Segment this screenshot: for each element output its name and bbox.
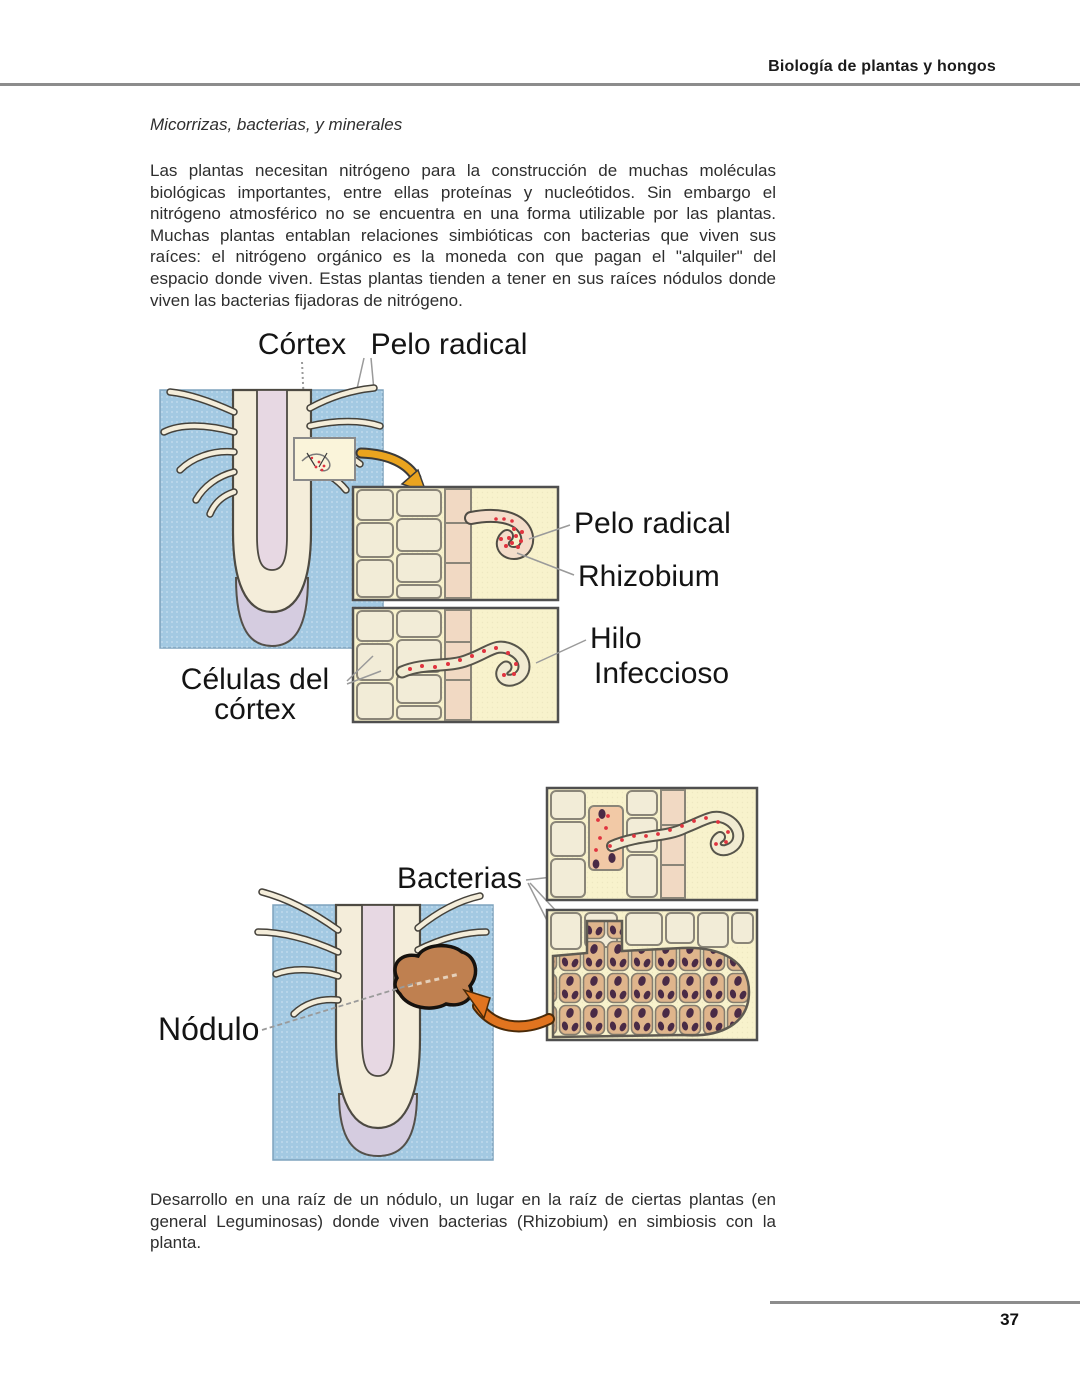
cortex-leader-line bbox=[301, 361, 306, 427]
footer-rule bbox=[770, 1301, 1080, 1304]
label-nodulo: Nódulo bbox=[158, 1011, 259, 1047]
text-line: raíces: el nitrógeno orgánico es la mone… bbox=[150, 247, 776, 267]
rhizobium-dots bbox=[494, 517, 524, 549]
infection-thread bbox=[608, 812, 743, 855]
text-line: Desarrollo en una raíz de un nódulo, un … bbox=[150, 1190, 776, 1209]
text-line: espacio donde viven. Estas plantas tiend… bbox=[150, 268, 776, 288]
text-line: viven las bacterias fijadoras de nitróge… bbox=[150, 290, 463, 310]
rhizobium-dots bbox=[594, 814, 730, 852]
label-celulas-del: Células del bbox=[181, 663, 329, 696]
text-line: Muchas plantas entablan relaciones simbi… bbox=[150, 225, 776, 245]
body-paragraph: Las plantas necesitan nitrógeno para la … bbox=[150, 160, 776, 311]
zoom-arrow-icon bbox=[462, 988, 555, 1033]
text-line: biológicas importantes, entre ellas prot… bbox=[150, 182, 776, 202]
nodule-cell-mass bbox=[551, 919, 751, 1039]
nodule bbox=[393, 943, 478, 1010]
root-stele bbox=[361, 904, 395, 1077]
figure-nodule-development: Bacterias bbox=[158, 786, 759, 1161]
page-header-title: Biología de plantas y hongos bbox=[768, 58, 996, 75]
root-diagram bbox=[160, 384, 384, 648]
inset-highlight-box bbox=[293, 437, 356, 481]
label-rhizobium: Rhizobium bbox=[578, 560, 720, 593]
label-bacterias: Bacterias bbox=[397, 862, 522, 895]
bacteroids bbox=[592, 809, 616, 869]
figure-caption: Desarrollo en una raíz de un nódulo, un … bbox=[150, 1189, 776, 1254]
text-line: general Leguminosas) donde viven bacteri… bbox=[150, 1211, 776, 1231]
rhizobium-dots bbox=[408, 646, 518, 677]
label-cortex-2: córtex bbox=[214, 693, 296, 726]
figure1-top-labels: Córtex Pelo radical bbox=[258, 328, 528, 469]
curled-root-hair bbox=[466, 510, 533, 559]
figure2-nodulo-label: Nódulo bbox=[158, 982, 417, 1047]
figure1-hilo-labels: Hilo Infeccioso bbox=[535, 622, 729, 690]
page-number: 37 bbox=[1000, 1310, 1019, 1329]
label-hilo: Hilo bbox=[590, 622, 642, 655]
label-pelo-radical: Pelo radical bbox=[574, 507, 731, 540]
cortex-cells bbox=[356, 489, 442, 599]
label-cortex: Córtex bbox=[258, 328, 346, 361]
label-pelo-radical-top: Pelo radical bbox=[371, 328, 528, 361]
figure-root-hair-infection: Córtex Pelo radical bbox=[159, 328, 731, 726]
label-infeccioso: Infeccioso bbox=[594, 657, 729, 690]
root-stele bbox=[256, 389, 288, 571]
header-rule bbox=[0, 83, 1080, 86]
detail-panel-nodule-cells bbox=[545, 908, 759, 1042]
text-line: nitrógeno atmosférico no se encuentra en… bbox=[150, 204, 776, 224]
bacteria-dots bbox=[310, 456, 326, 472]
cortex-cells bbox=[550, 912, 754, 950]
text-line: planta. bbox=[150, 1233, 202, 1253]
detail-panel-infection-thread bbox=[351, 606, 560, 724]
detail-panel-bacteria-release bbox=[545, 786, 759, 902]
root-diagram bbox=[254, 888, 490, 1158]
figure1-celulas-label: Células del córtex bbox=[181, 655, 382, 726]
section-subtitle: Micorrizas, bacterias, y minerales bbox=[150, 115, 403, 134]
figure1-side-labels: Pelo radical Rhizobium bbox=[516, 507, 731, 593]
text-line: Las plantas necesitan nitrógeno para la … bbox=[150, 161, 776, 180]
detail-panel-roothair bbox=[351, 485, 560, 602]
infection-thread bbox=[397, 642, 529, 685]
